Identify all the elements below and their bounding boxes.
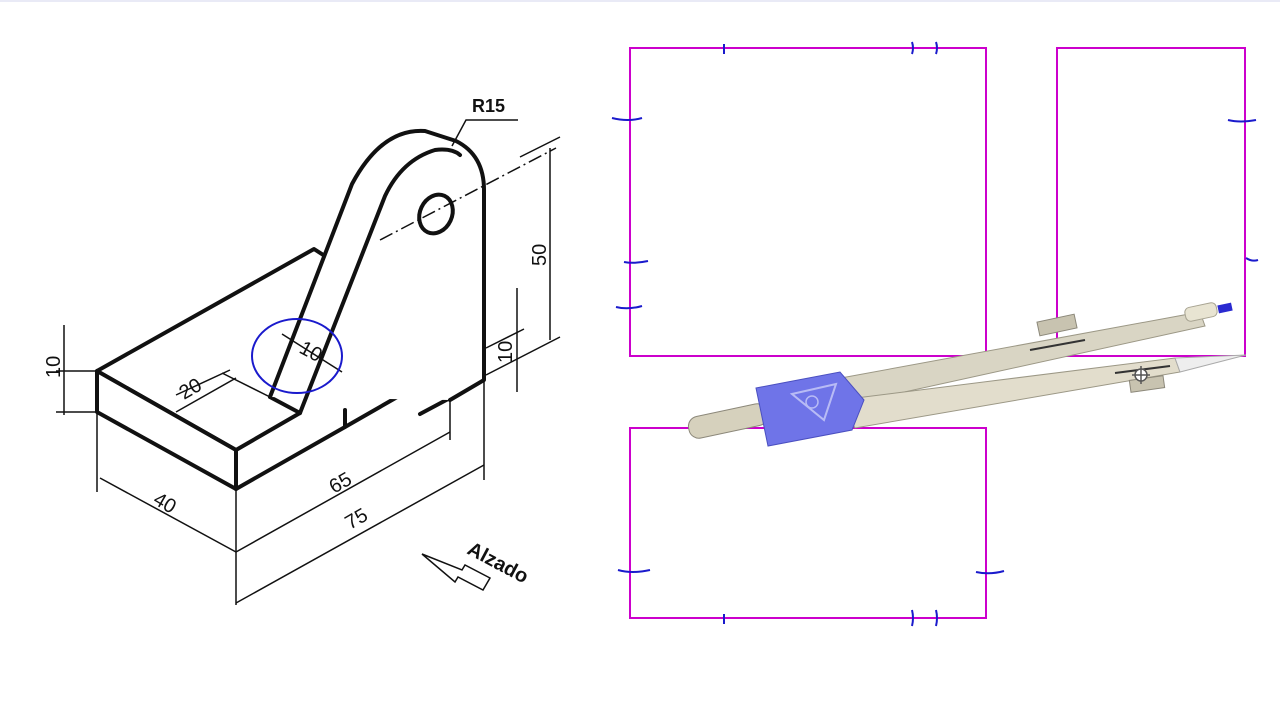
r15-leader bbox=[451, 119, 518, 147]
view-arrow-icon bbox=[421, 553, 492, 591]
dim-length-65: 65 bbox=[326, 468, 356, 498]
hole bbox=[417, 192, 455, 236]
dim-left-10: 10 bbox=[43, 356, 65, 378]
dim-height-50: 50 bbox=[529, 244, 551, 266]
base-right-face bbox=[234, 408, 347, 491]
dim-right-10: 10 bbox=[495, 341, 517, 363]
top-border-line bbox=[0, 0, 1280, 2]
top-view-frame bbox=[629, 427, 987, 619]
dimension-lines bbox=[56, 119, 561, 605]
dim-depth-40: 40 bbox=[150, 488, 180, 518]
highlight-circle bbox=[251, 318, 343, 394]
front-view-frame bbox=[629, 47, 987, 357]
move-cursor-icon bbox=[1132, 366, 1150, 384]
construction-ticks bbox=[611, 41, 1259, 627]
isometric-part bbox=[95, 128, 486, 491]
radius-label: R15 bbox=[472, 96, 505, 116]
drawing-compass-icon bbox=[687, 302, 1247, 447]
hole-centerline bbox=[379, 147, 557, 241]
side-view-frame bbox=[1056, 47, 1246, 357]
upright-inner-edge bbox=[298, 147, 462, 415]
